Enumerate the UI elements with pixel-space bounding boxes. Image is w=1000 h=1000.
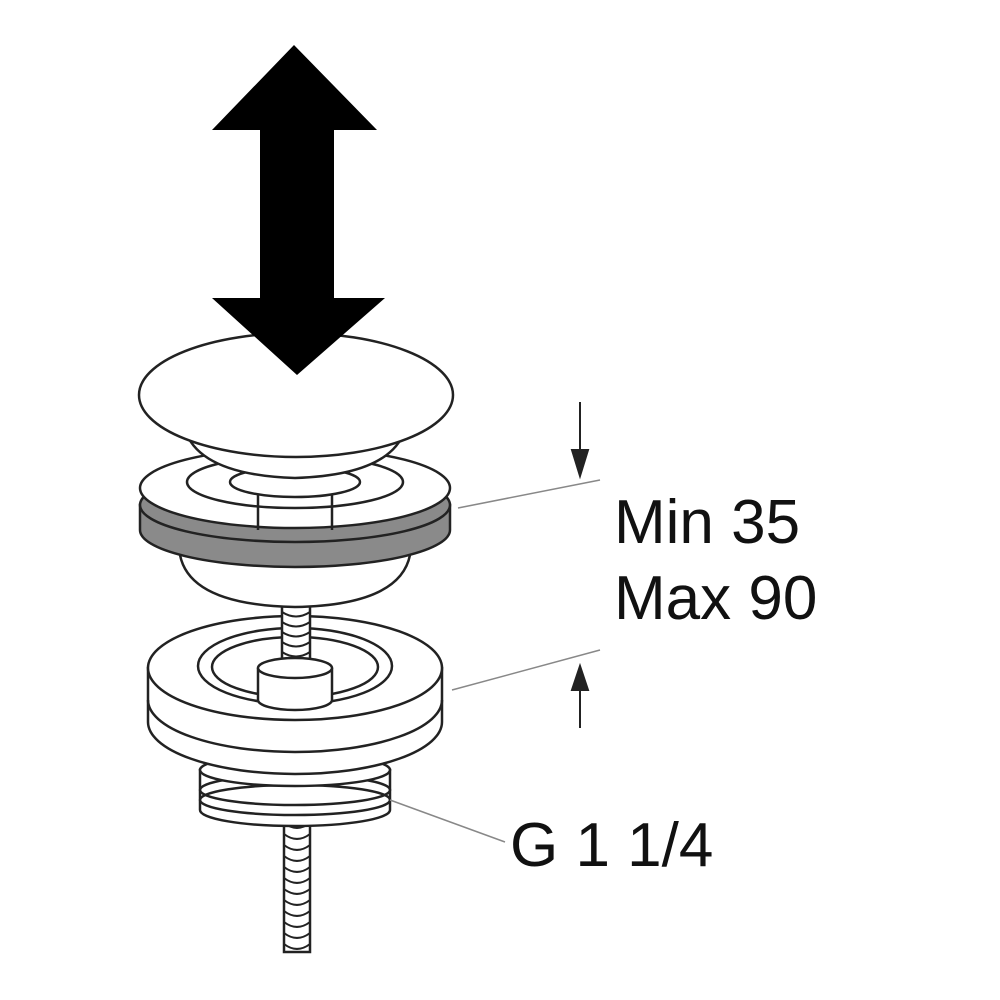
thread-line [281, 611, 311, 618]
thread-line [283, 844, 311, 851]
double-arrow-vertical-icon [212, 45, 385, 375]
thread-line [281, 641, 311, 648]
dimension-indicator [570, 402, 590, 728]
max-dimension-label: Max 90 [614, 564, 818, 633]
thread-line [283, 899, 311, 906]
min-dimension-label: Min 35 [614, 488, 801, 557]
thread-line [283, 877, 311, 884]
thread-line [283, 921, 311, 928]
thread-line [283, 866, 311, 873]
leader-lines [389, 479, 601, 843]
thread-line [283, 855, 311, 862]
thread-line [283, 943, 311, 950]
thread-line [281, 631, 311, 638]
thread-line [283, 910, 311, 917]
middle-threaded-rod [256, 603, 334, 712]
thread-line [283, 833, 311, 840]
thread-line [281, 621, 311, 628]
thread-line [281, 651, 311, 658]
pop-up-cap [137, 331, 455, 480]
thread-size-label: G 1 1/4 [510, 811, 714, 880]
thread-line [283, 932, 311, 939]
thread-line [283, 888, 311, 895]
